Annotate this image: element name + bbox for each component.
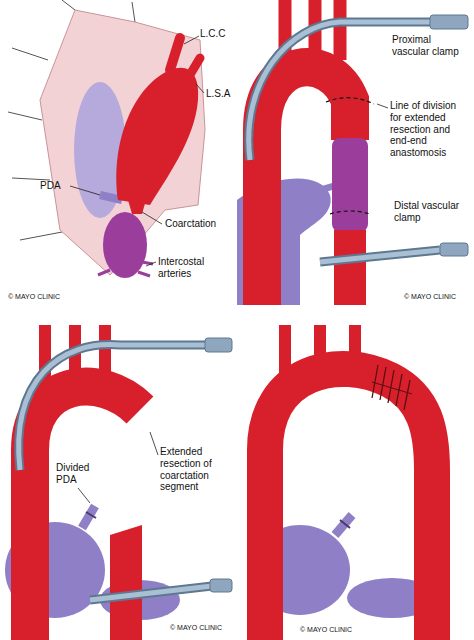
vessel-label: Divided PDA <box>56 462 102 486</box>
instrument-label: Distal vascular clamp <box>394 200 470 224</box>
vessel-label: PDA <box>40 180 70 192</box>
copyright-mark: © MAYO CLINIC <box>170 624 222 632</box>
copyright-mark: © MAYO CLINIC <box>404 293 456 301</box>
panel-anastomosis <box>250 325 437 640</box>
copyright-mark: © MAYO CLINIC <box>300 626 352 634</box>
panel-exposure <box>8 0 205 278</box>
annotation-label: Extended resection of coarctation segmen… <box>160 446 232 493</box>
vessel-label: L.C.C <box>200 28 236 40</box>
annotation-label: Line of division for extended resection … <box>390 100 470 159</box>
vessel-label: L.S.A <box>206 88 236 100</box>
vessel-label: Intercostal arteries <box>158 256 222 280</box>
copyright-mark: © MAYO CLINIC <box>8 293 60 301</box>
lesion-label: Coarctation <box>165 218 225 230</box>
panel-resection <box>5 325 232 640</box>
instrument-label: Proximal vascular clamp <box>392 34 470 58</box>
